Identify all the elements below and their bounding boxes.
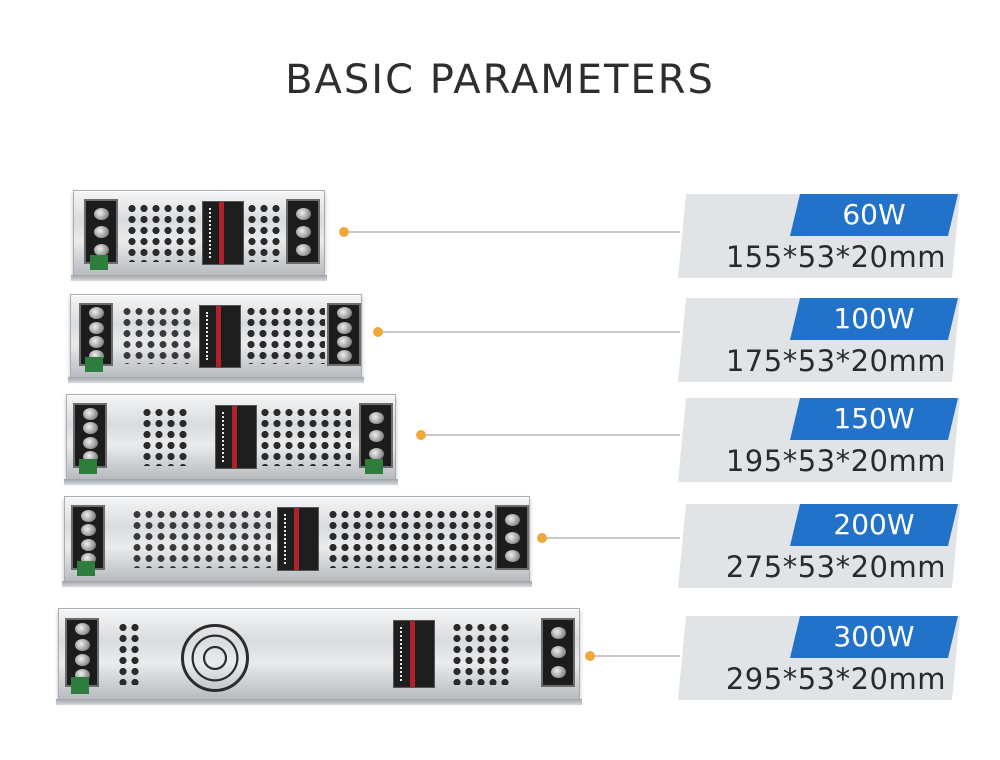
- product-label: [202, 201, 244, 266]
- terminal-block-left: [84, 199, 118, 264]
- vent-holes: [327, 508, 493, 568]
- connector-line: [547, 537, 680, 539]
- connector-line: [349, 231, 680, 233]
- vent-holes: [126, 202, 198, 262]
- terminal-block-right: [541, 618, 575, 687]
- spec-badge-300w: 300W 295*53*20mm: [678, 616, 960, 700]
- pcb-edge: [365, 458, 383, 474]
- wattage-label: 150W: [790, 398, 958, 440]
- pcb-edge: [90, 254, 108, 270]
- connector-dot: [339, 227, 349, 237]
- pcb-edge: [79, 458, 97, 474]
- vent-holes: [117, 621, 141, 685]
- vent-holes: [245, 306, 325, 364]
- wattage-label: 200W: [790, 504, 958, 546]
- dimensions-label: 175*53*20mm: [725, 344, 946, 378]
- page-title: BASIC PARAMETERS: [285, 56, 715, 103]
- dimensions-label: 295*53*20mm: [725, 662, 946, 696]
- terminal-block-right: [286, 199, 320, 264]
- vent-holes: [451, 621, 511, 685]
- power-supply-image-60w: [71, 190, 327, 281]
- spec-badge-60w: 60W 155*53*20mm: [678, 194, 960, 278]
- product-label: [277, 507, 319, 572]
- connector-line: [426, 434, 680, 436]
- dimensions-label: 195*53*20mm: [725, 444, 946, 478]
- terminal-block-right: [495, 505, 529, 570]
- power-supply-image-100w: [68, 294, 364, 383]
- vent-holes: [141, 406, 189, 466]
- product-label: [215, 405, 257, 470]
- wattage-label: 60W: [790, 194, 958, 236]
- connector-line: [383, 331, 680, 333]
- dimensions-label: 275*53*20mm: [725, 550, 946, 584]
- product-row-60w: 60W 155*53*20mm: [0, 186, 1000, 282]
- dimensions-label: 155*53*20mm: [725, 240, 946, 274]
- product-label: [199, 304, 241, 368]
- product-row-200w: 200W 275*53*20mm: [0, 492, 1000, 588]
- vent-holes: [131, 508, 271, 568]
- spec-badge-100w: 100W 175*53*20mm: [678, 298, 960, 382]
- connector-dot: [373, 327, 383, 337]
- spec-badge-150w: 150W 195*53*20mm: [678, 398, 960, 482]
- wattage-label: 300W: [790, 616, 958, 658]
- pcb-edge: [85, 357, 103, 373]
- vent-holes: [121, 306, 193, 364]
- fan-grille: [181, 624, 249, 693]
- connector-dot: [416, 430, 426, 440]
- vent-holes: [259, 406, 351, 466]
- power-supply-image-200w: [62, 496, 532, 587]
- terminal-block-right: [327, 303, 361, 367]
- power-supply-image-150w: [64, 394, 398, 485]
- power-supply-image-300w: [56, 608, 582, 705]
- pcb-edge: [71, 677, 89, 694]
- wattage-label: 100W: [790, 298, 958, 340]
- connector-dot: [537, 533, 547, 543]
- connector-dot: [585, 651, 595, 661]
- vent-holes: [246, 202, 282, 262]
- product-row-150w: 150W 195*53*20mm: [0, 390, 1000, 486]
- product-label: [393, 619, 435, 689]
- spec-badge-200w: 200W 275*53*20mm: [678, 504, 960, 588]
- product-row-300w: 300W 295*53*20mm: [0, 600, 1000, 710]
- product-row-100w: 100W 175*53*20mm: [0, 288, 1000, 384]
- pcb-edge: [77, 560, 95, 576]
- connector-line: [595, 655, 680, 657]
